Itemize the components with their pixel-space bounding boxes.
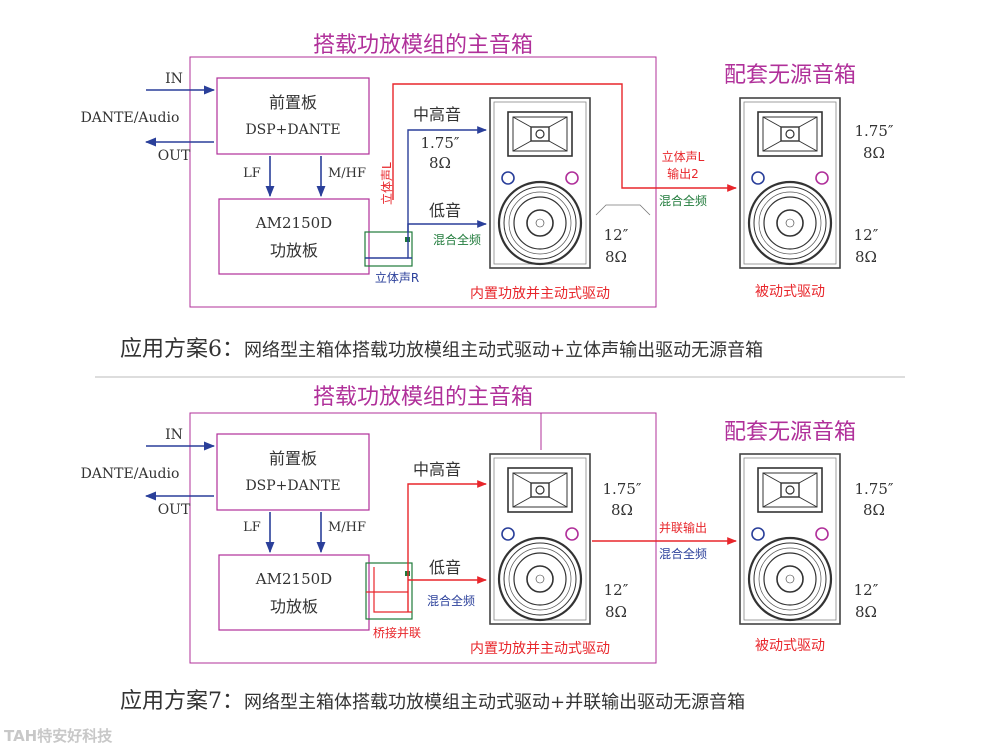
scheme7-preamp-sub: DSP+DANTE bbox=[245, 478, 340, 494]
scheme6-passive-woofer-size: 12″ bbox=[854, 226, 879, 244]
scheme7-label-prefix: 应用方案7： bbox=[120, 689, 244, 714]
scheme6-out-label: OUT bbox=[158, 148, 191, 164]
scheme6-tweeter-size: 1.75″ bbox=[420, 134, 459, 152]
scheme6-preamp-title: 前置板 bbox=[269, 93, 317, 112]
scheme7-amp-sub: 功放板 bbox=[270, 597, 318, 616]
scheme6-out-l: 立体声L bbox=[662, 149, 705, 164]
scheme6-label: 应用方案6：网络型主箱体搭载功放模组主动式驱动+立体声输出驱动无源音箱 bbox=[120, 337, 763, 362]
scheme6-in-label: IN bbox=[165, 71, 183, 87]
scheme6-stereo-l-vert: 立体声L bbox=[379, 162, 394, 205]
scheme7-active-caption: 内置功放并主动式驱动 bbox=[470, 641, 610, 657]
scheme7-passive-caption: 被动式驱动 bbox=[755, 638, 825, 654]
scheme7-low: 低音 bbox=[429, 558, 461, 577]
scheme7-diagram: 搭载功放模组的主音箱 配套无源音箱 IN DANTE/Audio OUT 前置板… bbox=[81, 385, 894, 664]
scheme7-lf-label: LF bbox=[243, 520, 261, 535]
scheme7-preamp-box bbox=[216, 433, 370, 511]
scheme6-out-2: 输出2 bbox=[667, 166, 699, 181]
scheme7-dante-label: DANTE/Audio bbox=[81, 466, 180, 482]
scheme6-passive-speaker bbox=[738, 96, 842, 270]
scheme6-label-prefix: 应用方案6： bbox=[120, 337, 244, 362]
scheme7-mhf-label: M/HF bbox=[328, 520, 366, 535]
scheme7-woofer-size: 12″ bbox=[604, 581, 629, 599]
scheme6-dante-label: DANTE/Audio bbox=[81, 110, 180, 126]
scheme7-passive-speaker bbox=[738, 452, 842, 626]
scheme7-mid-high: 中高音 bbox=[413, 460, 461, 479]
scheme6-woofer-ohm: 8Ω bbox=[605, 248, 627, 266]
scheme6-amp-box bbox=[218, 198, 370, 275]
scheme7-label: 应用方案7：网络型主箱体搭载功放模组主动式驱动+并联输出驱动无源音箱 bbox=[120, 689, 745, 714]
scheme6-active-caption: 内置功放并主动式驱动 bbox=[470, 286, 610, 302]
scheme6-mid-high: 中高音 bbox=[413, 105, 461, 124]
scheme7-amp-box bbox=[218, 554, 370, 631]
scheme7-label-text: 网络型主箱体搭载功放模组主动式驱动+并联输出驱动无源音箱 bbox=[244, 692, 745, 713]
watermark: TAH特安好科技 bbox=[4, 727, 113, 745]
scheme7-in-label: IN bbox=[165, 427, 183, 443]
scheme7-active-speaker bbox=[488, 452, 592, 626]
scheme6-amp-title: AM2150D bbox=[255, 214, 332, 232]
scheme6-mhf-label: M/HF bbox=[328, 166, 366, 181]
scheme6-main-box bbox=[189, 56, 657, 308]
scheme6-passive-title: 配套无源音箱 bbox=[724, 63, 856, 88]
scheme6-mix-full: 混合全频 bbox=[433, 232, 481, 247]
scheme6-tweeter-ohm: 8Ω bbox=[429, 154, 451, 172]
scheme7-passive-woofer-ohm: 8Ω bbox=[855, 603, 877, 621]
scheme6-amp-sub: 功放板 bbox=[270, 241, 318, 260]
scheme7-woofer-ohm: 8Ω bbox=[605, 603, 627, 621]
scheme6-passive-caption: 被动式驱动 bbox=[755, 284, 825, 300]
scheme7-main-title: 搭载功放模组的主音箱 bbox=[313, 385, 533, 410]
scheme7-passive-woofer-size: 12″ bbox=[854, 581, 879, 599]
scheme7-amp-title: AM2150D bbox=[255, 570, 332, 588]
scheme6-passive-tweeter-size: 1.75″ bbox=[854, 122, 893, 140]
scheme7-parallel-out: 并联输出 bbox=[659, 520, 707, 535]
scheme6-preamp-box bbox=[216, 77, 370, 155]
scheme6-diagram: 搭载功放模组的主音箱 配套无源音箱 IN DANTE/Audio OUT 前置板… bbox=[81, 33, 894, 308]
scheme7-tweeter-ohm: 8Ω bbox=[611, 501, 633, 519]
scheme6-label-text: 网络型主箱体搭载功放模组主动式驱动+立体声输出驱动无源音箱 bbox=[244, 340, 763, 361]
scheme6-preamp-sub: DSP+DANTE bbox=[245, 122, 340, 138]
scheme6-active-speaker bbox=[488, 96, 592, 270]
scheme6-passive-woofer-ohm: 8Ω bbox=[855, 248, 877, 266]
scheme6-woofer-size: 12″ bbox=[604, 226, 629, 244]
scheme6-passive-tweeter-ohm: 8Ω bbox=[863, 144, 885, 162]
scheme6-out-mix: 混合全频 bbox=[659, 193, 707, 208]
scheme6-stereo-r: 立体声R bbox=[375, 270, 419, 285]
scheme7-out-mix: 混合全频 bbox=[659, 546, 707, 561]
scheme6-low: 低音 bbox=[429, 201, 461, 220]
scheme7-passive-title: 配套无源音箱 bbox=[724, 420, 856, 445]
scheme6-main-title: 搭载功放模组的主音箱 bbox=[313, 33, 533, 58]
scheme7-passive-tweeter-ohm: 8Ω bbox=[863, 501, 885, 519]
scheme7-tweeter-size: 1.75″ bbox=[602, 480, 641, 498]
scheme7-mix-full: 混合全频 bbox=[427, 593, 475, 608]
scheme7-preamp-title: 前置板 bbox=[269, 449, 317, 468]
scheme6-lf-label: LF bbox=[243, 166, 261, 181]
scheme7-bridge: 桥接并联 bbox=[373, 625, 421, 640]
scheme7-passive-tweeter-size: 1.75″ bbox=[854, 480, 893, 498]
scheme7-main-box bbox=[189, 412, 657, 664]
scheme7-out-label: OUT bbox=[158, 502, 191, 518]
